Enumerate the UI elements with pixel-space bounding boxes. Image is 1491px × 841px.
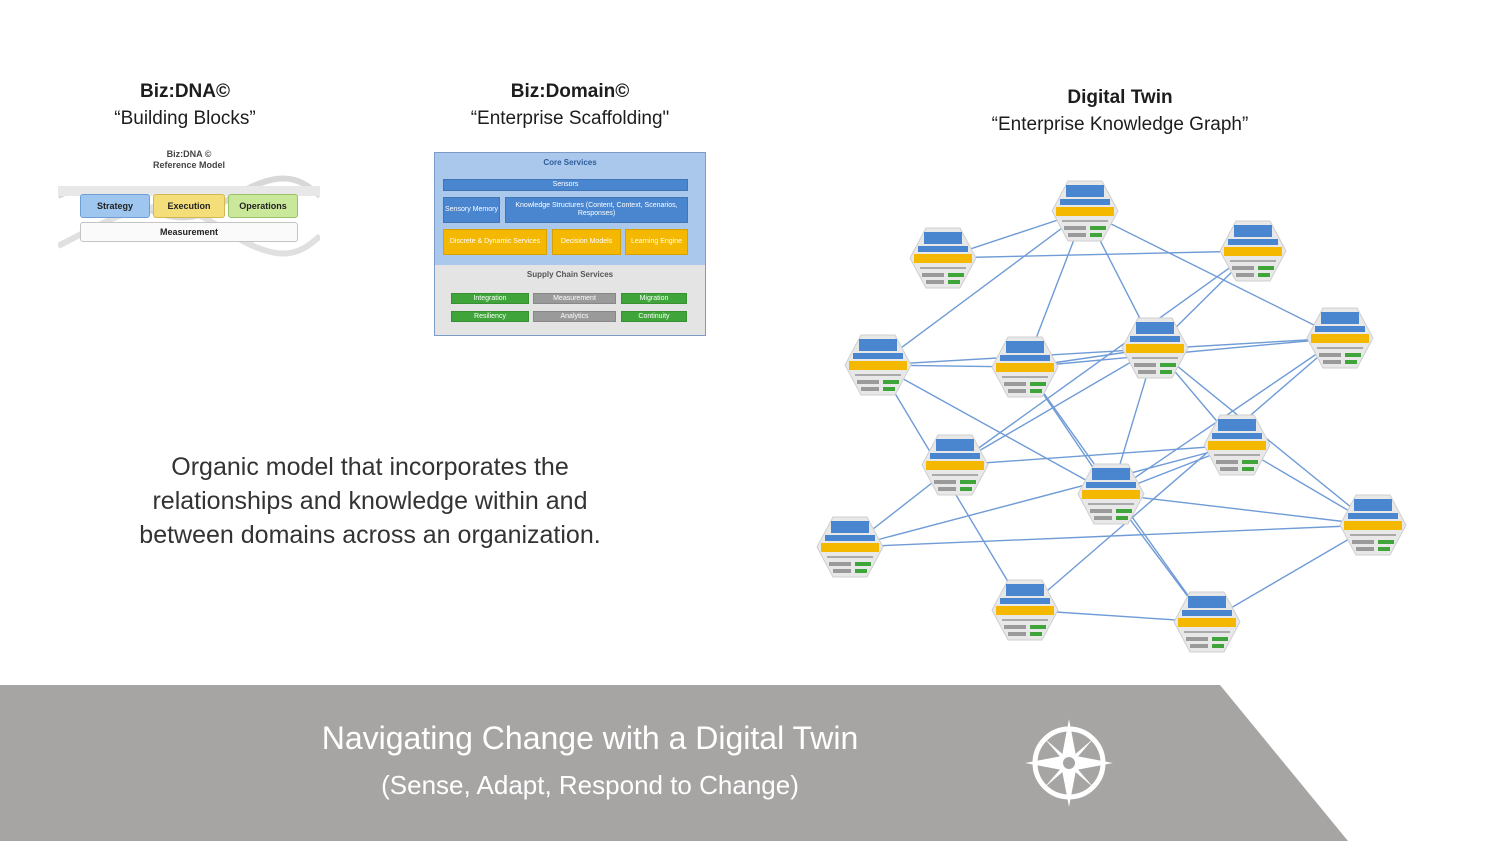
resiliency-block: Resiliency	[451, 311, 529, 322]
graph-node	[991, 336, 1059, 398]
continuity-block: Continuity	[621, 311, 687, 322]
dna-caption-line1: Biz:DNA ©	[166, 149, 212, 159]
discrete-dynamic-block: Discrete & Dynamic Services	[443, 229, 547, 255]
footer-banner	[0, 685, 1348, 841]
supply-chain-title: Supply Chain Services	[526, 270, 614, 279]
core-services-title: Core Services	[543, 158, 597, 167]
compass-icon	[1025, 719, 1113, 807]
dna-heading: Biz:DNA©	[140, 81, 230, 102]
twin-heading: Digital Twin	[1067, 87, 1173, 108]
graph-node	[909, 227, 977, 289]
graph-edge	[954, 250, 1254, 466]
measurement-block: Measurement	[80, 222, 298, 242]
graph-node	[816, 516, 884, 578]
graph-node	[1173, 591, 1241, 653]
knowledge-graph	[816, 180, 1407, 653]
domain-subheading: “Enterprise Scaffolding"	[470, 108, 670, 129]
sensors-block: Sensors	[443, 179, 688, 191]
integration-block: Integration	[451, 293, 529, 304]
domain-title: Biz:Domain© “Enterprise Scaffolding"	[420, 78, 720, 132]
migration-block: Migration	[621, 293, 687, 304]
twin-title: Digital Twin “Enterprise Knowledge Graph…	[960, 84, 1280, 138]
graph-edge	[877, 337, 1341, 366]
graph-edge	[877, 364, 1112, 495]
operations-block: Operations	[228, 194, 298, 218]
graph-edge	[849, 524, 1374, 548]
graph-edge	[954, 444, 1238, 466]
graph-edge	[954, 347, 1156, 466]
strategy-block: Strategy	[80, 194, 150, 218]
graph-node	[921, 434, 989, 496]
dna-subheading: “Building Blocks”	[114, 108, 256, 129]
graph-node	[1121, 317, 1189, 379]
graph-edge	[1084, 210, 1341, 339]
graph-edge	[942, 250, 1254, 259]
graph-node	[1077, 463, 1145, 525]
analytics-block: Analytics	[533, 311, 616, 322]
description-text: Organic model that incorporates the rela…	[139, 453, 601, 549]
graph-edge	[1206, 524, 1374, 623]
dna-caption-line2: Reference Model	[152, 160, 226, 170]
learning-engine-block: Learning Engine	[625, 229, 688, 255]
graph-node	[844, 334, 912, 396]
graph-edge	[1024, 337, 1341, 611]
graph-node	[1339, 494, 1407, 556]
measurement-service-block: Measurement	[533, 293, 616, 304]
graph-edge	[1110, 493, 1374, 526]
graph-node	[1219, 220, 1287, 282]
twin-subheading: “Enterprise Knowledge Graph”	[991, 114, 1249, 135]
dna-reference-model: Biz:DNA © Reference Model Strategy Execu…	[58, 146, 320, 260]
knowledge-structures-block: Knowledge Structures (Content, Context, …	[505, 197, 688, 223]
sensory-memory-block: Sensory Memory	[443, 197, 500, 223]
execution-block: Execution	[153, 194, 225, 218]
graph-node	[991, 579, 1059, 641]
dna-title: Biz:DNA© “Building Blocks”	[60, 78, 310, 132]
graph-node	[1306, 307, 1374, 369]
footer-subtitle: (Sense, Adapt, Respond to Change)	[381, 770, 799, 800]
graph-edge	[877, 210, 1086, 366]
domain-heading: Biz:Domain©	[510, 81, 630, 102]
domain-scaffolding-diagram: Core Services Sensors Sensory Memory Kno…	[434, 152, 706, 336]
footer-title: Navigating Change with a Digital Twin	[321, 720, 859, 756]
graph-node	[1051, 180, 1119, 242]
graph-node	[1203, 414, 1271, 476]
decision-models-block: Decision Models	[552, 229, 621, 255]
graph-edge	[849, 444, 1238, 548]
